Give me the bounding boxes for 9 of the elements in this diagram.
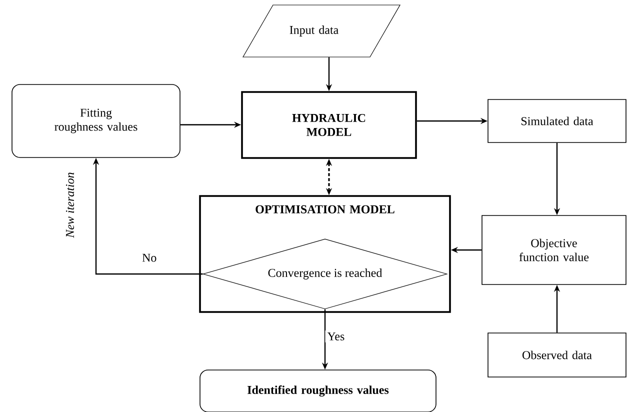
- process-box: Simulated data: [488, 99, 626, 143]
- model-box: HYDRAULIC MODEL: [241, 91, 417, 159]
- edge-label: Yes: [327, 332, 344, 340]
- process-box: Identified roughness values: [200, 370, 436, 412]
- process-box: Fitting roughness values: [12, 84, 180, 158]
- process-box: Objective function value: [482, 215, 626, 285]
- edge-label: No: [142, 254, 156, 262]
- process-box: Observed data: [488, 332, 626, 378]
- side-label: New iteration: [66, 172, 74, 238]
